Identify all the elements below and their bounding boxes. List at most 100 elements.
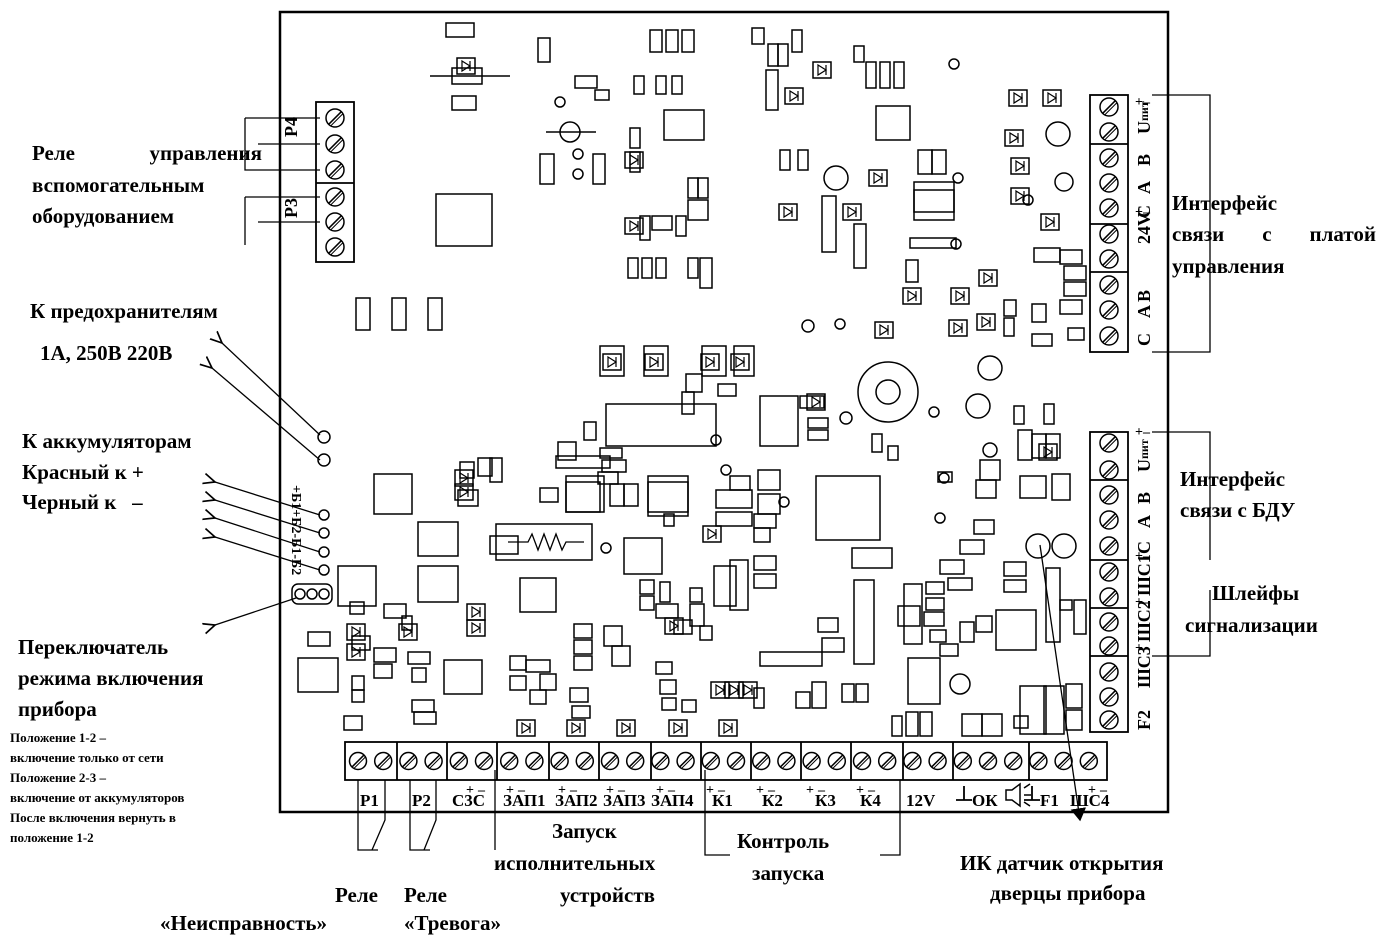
component	[651, 215, 673, 231]
screw-slot	[403, 756, 417, 770]
component	[1003, 561, 1027, 577]
pin-label: ЗАП1	[503, 791, 546, 810]
component	[655, 661, 673, 675]
component	[753, 527, 771, 543]
relay-aux-label-line1: Реле управления	[32, 140, 262, 166]
terminal-screw-icon	[877, 751, 897, 771]
relay-p3-label: Р3	[281, 198, 301, 218]
component-circle	[857, 361, 919, 423]
terminal-screw-icon	[474, 751, 494, 771]
pin-polarity: +	[466, 783, 474, 798]
position-note-6: положение 1-2	[10, 830, 94, 845]
component	[351, 689, 365, 703]
diode-symbol	[743, 683, 754, 697]
component	[853, 579, 875, 665]
terminal-screw-icon	[903, 751, 922, 771]
component-circle	[952, 172, 964, 184]
terminal-screw-icon	[676, 751, 695, 771]
diode-icon	[718, 719, 738, 737]
component-circle	[834, 318, 846, 330]
diode-symbol	[1009, 131, 1020, 145]
component-circle	[318, 509, 330, 521]
chip	[297, 657, 339, 693]
resistor-body	[495, 523, 593, 561]
pin-polarity: +	[756, 783, 764, 798]
pin-label-sub: пит	[1137, 439, 1151, 459]
terminal-screw-icon	[802, 751, 821, 771]
component	[413, 711, 437, 725]
terminal-screw-icon	[1099, 662, 1119, 682]
terminal-screw-icon	[777, 751, 796, 771]
screw-slot	[479, 756, 493, 770]
diode-icon	[1038, 443, 1058, 461]
diode-body	[730, 353, 750, 371]
component	[539, 673, 557, 691]
screw-slot	[731, 756, 745, 770]
terminal-screw-icon	[726, 751, 746, 771]
component	[929, 629, 947, 643]
diode-icon	[668, 719, 688, 737]
component	[373, 647, 397, 663]
component	[681, 699, 697, 713]
diode-icon	[644, 353, 664, 371]
battery-label-line3: Черный к –	[22, 490, 143, 514]
terminal-screw-icon	[1099, 460, 1119, 480]
component	[753, 555, 777, 571]
component	[671, 75, 683, 95]
pin-polarity: –	[717, 783, 726, 798]
terminal-screw-icon	[1099, 122, 1119, 142]
diode-body	[1010, 157, 1030, 175]
component	[427, 297, 443, 331]
component-circle	[1054, 172, 1074, 192]
component	[681, 29, 695, 53]
component	[777, 43, 789, 67]
launch-line1: Запуск	[552, 819, 617, 843]
terminal-screw-icon	[1099, 587, 1119, 607]
component-circle	[317, 453, 331, 467]
screw-slot	[1084, 756, 1097, 770]
iface-ctrl-line3: управления	[1172, 254, 1285, 278]
iface-bdu-line2: связи с БДУ	[1180, 498, 1296, 522]
pin-polarity: –	[477, 783, 486, 798]
relay-terminal-block: Р4 Р3	[281, 101, 355, 263]
component	[661, 697, 677, 711]
component	[939, 559, 965, 575]
terminal-screw-icon	[550, 751, 569, 771]
chip	[605, 403, 717, 447]
pin-label: Uпит	[1134, 439, 1154, 472]
component	[571, 705, 591, 719]
component	[913, 189, 955, 221]
diode-body	[1010, 187, 1030, 205]
component	[1013, 405, 1025, 425]
pin-polarity: –	[1099, 783, 1108, 798]
component	[597, 471, 619, 485]
component-circle	[559, 121, 581, 143]
diode-body	[710, 681, 730, 699]
screw-slot	[330, 217, 344, 231]
component	[757, 469, 781, 491]
terminal-screw-icon	[1099, 198, 1119, 218]
component	[767, 43, 779, 67]
screw-slot	[1104, 715, 1118, 729]
screw-slot	[1102, 539, 1116, 553]
component	[753, 513, 777, 529]
screw-slot	[655, 756, 669, 770]
component	[411, 667, 427, 683]
diode-symbol	[459, 485, 470, 499]
diode-icon	[466, 619, 486, 637]
diode-symbol	[629, 219, 640, 233]
terminal-screw-icon	[1099, 300, 1119, 320]
terminal-screw-icon	[600, 751, 620, 771]
chip	[647, 475, 689, 517]
screw-slot	[504, 756, 518, 770]
component	[401, 615, 413, 631]
screw-slot	[553, 754, 567, 768]
diode-body	[1004, 129, 1024, 147]
pin-label: К4	[860, 791, 881, 810]
iface-ctrl-word-3: платой	[1309, 222, 1376, 246]
component	[355, 297, 371, 331]
screw-slot	[1104, 617, 1118, 631]
diode-symbol	[789, 89, 800, 103]
pin-polarity: +–	[1135, 425, 1151, 440]
